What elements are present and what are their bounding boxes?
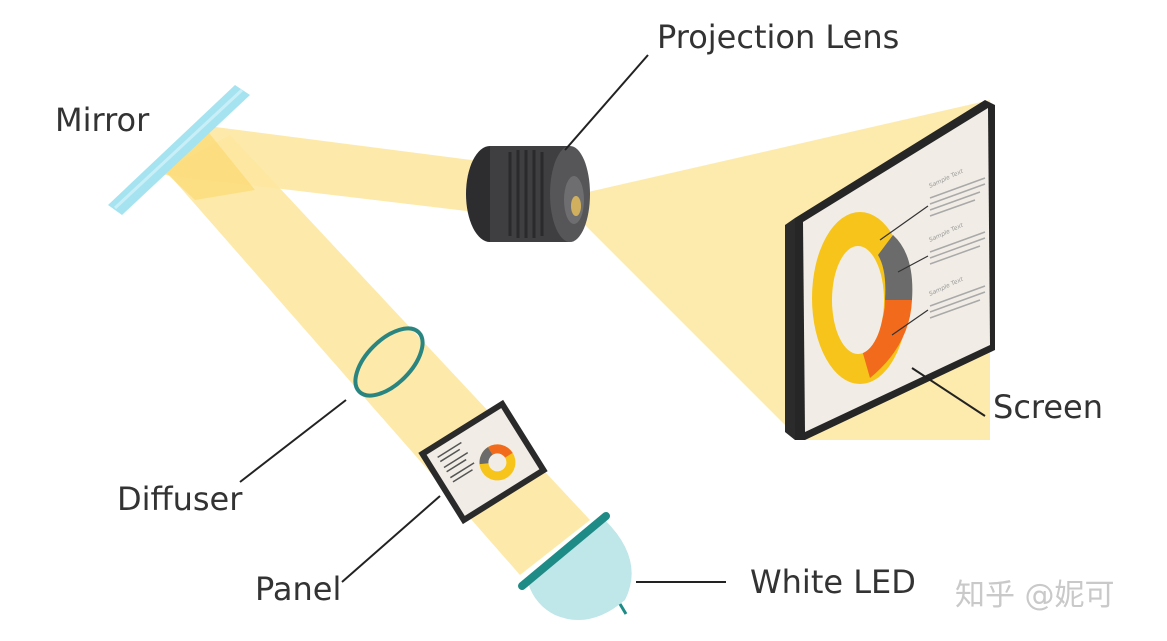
panel-text-lines bbox=[437, 441, 475, 483]
led-base bbox=[518, 512, 610, 590]
leader-panel bbox=[341, 495, 441, 583]
label-projection-lens: Projection Lens bbox=[657, 18, 899, 56]
panel-donut-gray bbox=[479, 447, 494, 465]
lens-grip-ridges bbox=[508, 150, 544, 238]
projection-lens bbox=[466, 146, 590, 242]
screen-donut-chart bbox=[812, 212, 913, 384]
diffuser-ring bbox=[353, 326, 425, 398]
leader-lines bbox=[239, 54, 986, 583]
white-led bbox=[518, 512, 632, 620]
light-beam-overlap bbox=[165, 128, 255, 200]
watermark: 知乎 @妮可 bbox=[955, 578, 1115, 613]
screen: Sample Text Sample Text Sample Text bbox=[785, 100, 995, 440]
lens-highlight bbox=[571, 196, 581, 216]
mirror-edge bbox=[113, 88, 244, 210]
leader-screen bbox=[911, 367, 986, 417]
label-panel: Panel bbox=[255, 570, 341, 608]
label-white-led: White LED bbox=[750, 563, 916, 601]
light-beam-mirror-to-lens bbox=[165, 125, 510, 215]
screen-callout-1 bbox=[879, 205, 929, 241]
leader-diffuser bbox=[239, 399, 347, 483]
leader-projection-lens bbox=[564, 54, 649, 151]
label-mirror: Mirror bbox=[55, 101, 150, 139]
screen-frame-side bbox=[785, 218, 795, 440]
screen-callout-3 bbox=[891, 309, 929, 336]
led-pin bbox=[618, 603, 628, 615]
label-screen: Screen bbox=[993, 388, 1103, 426]
label-diffuser: Diffuser bbox=[117, 480, 243, 518]
panel-donut-hole bbox=[488, 453, 507, 472]
panel bbox=[418, 399, 548, 525]
led-dome bbox=[528, 520, 632, 620]
screen-callout-2 bbox=[897, 255, 929, 273]
